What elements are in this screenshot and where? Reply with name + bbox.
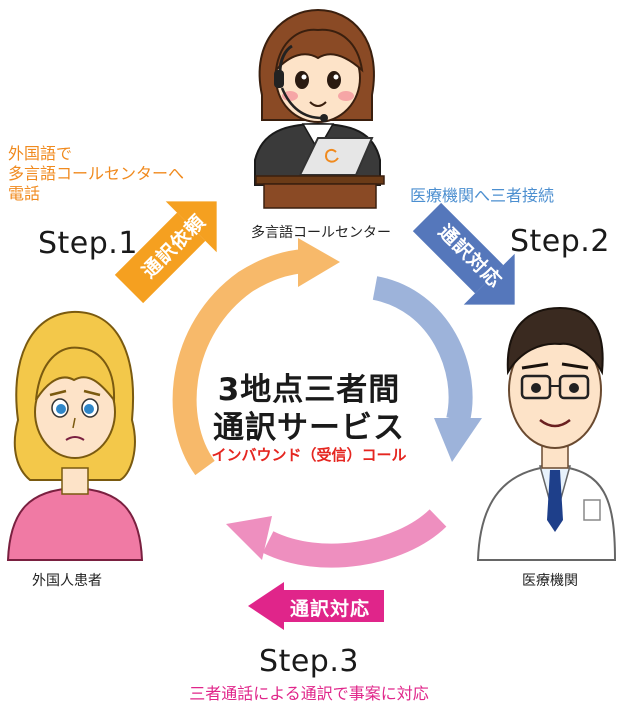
step1-arrow — [114, 201, 217, 304]
step2-description: 医療機関へ三者接続 — [410, 186, 555, 205]
center-title-line2: 通訳サービス — [213, 410, 405, 446]
center-title-line1: 3地点三者間 — [217, 372, 401, 408]
step1-title: Step.1 — [38, 226, 138, 261]
operator-illustration — [254, 8, 385, 209]
cycle-arrow-orange — [172, 238, 340, 476]
doctor-illustration — [476, 306, 617, 561]
step1-line2: 多言語コールセンターへ — [8, 164, 185, 183]
step3-arrow — [248, 582, 384, 630]
step2-arrow — [412, 202, 515, 305]
step3-title: Step.3 — [259, 644, 359, 679]
step1-line1: 外国語で — [8, 144, 73, 163]
medical-caption: 医療機関 — [522, 573, 578, 589]
center-subtitle: インバウンド（受信）コール — [211, 446, 407, 464]
step1-line3: 電話 — [8, 184, 41, 203]
step3-description: 三者通話による通訳で事案に対応 — [189, 684, 429, 703]
patient-caption: 外国人患者 — [32, 573, 102, 589]
patient-illustration — [6, 310, 144, 561]
cycle-arrow-blue — [372, 276, 482, 462]
step1-description: 外国語で 多言語コールセンターへ 電話 — [8, 144, 184, 204]
step3-arrow-label: 通訳対応 — [290, 598, 371, 620]
call-center-caption: 多言語コールセンター — [251, 225, 391, 241]
step2-title: Step.2 — [510, 224, 610, 259]
cycle-arrow-pink — [226, 509, 447, 568]
